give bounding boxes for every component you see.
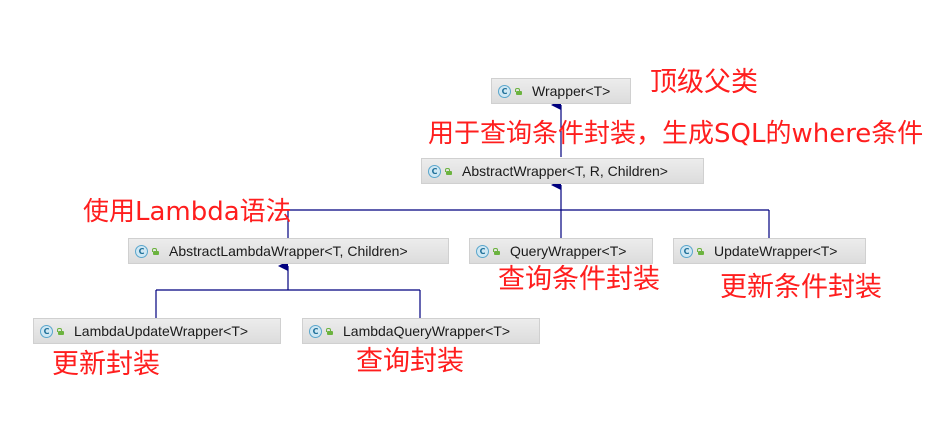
- class-node-lambdaquerywrapper[interactable]: C LambdaQueryWrapper<T>: [302, 318, 540, 344]
- class-name: AbstractWrapper<T, R, Children>: [462, 163, 668, 179]
- class-name: UpdateWrapper<T>: [714, 243, 838, 259]
- note-top-parent: 顶级父类: [650, 67, 758, 98]
- note-query-wrap: 查询封装: [356, 346, 464, 377]
- note-lambda-syntax: 使用Lambda语法: [83, 197, 292, 227]
- class-icon: C: [40, 324, 53, 338]
- class-name: LambdaQueryWrapper<T>: [343, 323, 511, 339]
- class-icon: C: [680, 244, 693, 258]
- note-update-wrap: 更新封装: [52, 349, 160, 380]
- class-node-abstractwrapper[interactable]: C AbstractWrapper<T, R, Children>: [421, 158, 704, 184]
- class-node-updatewrapper[interactable]: C UpdateWrapper<T>: [673, 238, 866, 264]
- class-node-abstractlambdawrapper[interactable]: C AbstractLambdaWrapper<T, Children>: [128, 238, 449, 264]
- note-update-condition: 更新条件封装: [720, 272, 882, 303]
- class-node-querywrapper[interactable]: C QueryWrapper<T>: [469, 238, 653, 264]
- class-icon: C: [135, 244, 148, 258]
- public-access-icon: [515, 87, 523, 95]
- public-access-icon: [445, 167, 453, 175]
- class-icon: C: [476, 244, 489, 258]
- note-query-condition: 查询条件封装: [498, 264, 660, 295]
- class-node-wrapper[interactable]: C Wrapper<T>: [491, 78, 631, 104]
- class-name: QueryWrapper<T>: [510, 243, 627, 259]
- class-icon: C: [309, 324, 322, 338]
- public-access-icon: [152, 247, 160, 255]
- class-name: AbstractLambdaWrapper<T, Children>: [169, 243, 408, 259]
- note-condition-wrapper: 用于查询条件封装，生成SQL的where条件: [428, 119, 924, 149]
- class-icon: C: [498, 84, 511, 98]
- class-name: LambdaUpdateWrapper<T>: [74, 323, 249, 339]
- public-access-icon: [326, 327, 334, 335]
- class-icon: C: [428, 164, 441, 178]
- class-name: Wrapper<T>: [532, 83, 611, 99]
- public-access-icon: [57, 327, 65, 335]
- public-access-icon: [697, 247, 705, 255]
- public-access-icon: [493, 247, 501, 255]
- class-node-lambdaupdatewrapper[interactable]: C LambdaUpdateWrapper<T>: [33, 318, 281, 344]
